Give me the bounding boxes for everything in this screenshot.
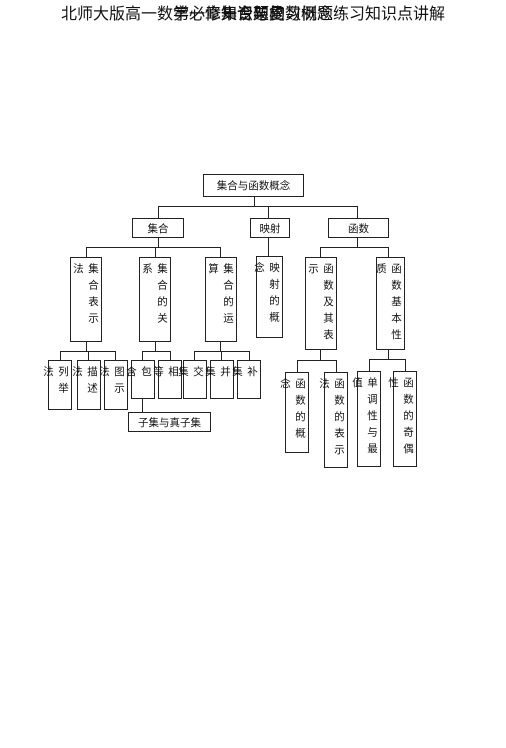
node-root: 集合与函数概念 bbox=[203, 174, 304, 197]
connector bbox=[158, 238, 159, 247]
node-function-representation: 函数及其表示 bbox=[305, 257, 337, 350]
connector bbox=[115, 351, 116, 360]
node-set-representation: 集合表示法 bbox=[70, 257, 102, 342]
leaf-diagram: 图示法 bbox=[98, 360, 128, 410]
leaf-function-representation: 函数的表示法 bbox=[318, 372, 348, 468]
connector bbox=[320, 247, 389, 248]
leaf-intersection: 交集 bbox=[177, 360, 207, 399]
connector bbox=[254, 197, 255, 206]
connector bbox=[88, 351, 89, 360]
connector bbox=[86, 247, 221, 248]
connector bbox=[369, 359, 370, 371]
connector bbox=[142, 351, 143, 360]
connector bbox=[405, 359, 406, 371]
document-title: 北师大版高一数学必修一专题复习例题练习知识点讲解 bbox=[60, 4, 445, 23]
leaf-function-concept: 函数的概念 bbox=[279, 372, 309, 453]
connector bbox=[297, 360, 298, 372]
connector bbox=[220, 247, 221, 257]
connector bbox=[86, 247, 87, 257]
node-set-operations: 集合的运算 bbox=[205, 257, 237, 342]
node-mapping: 映射 bbox=[250, 218, 290, 238]
leaf-parity: 函数的奇偶性 bbox=[387, 371, 417, 467]
connector bbox=[357, 238, 358, 247]
connector bbox=[194, 351, 250, 352]
connector bbox=[60, 351, 61, 360]
leaf-equality: 相等 bbox=[152, 360, 182, 399]
node-set-relations: 集合的关系 bbox=[139, 257, 171, 342]
chapter-title: 第一章集合与函数概念 bbox=[172, 4, 333, 23]
connector bbox=[320, 247, 321, 257]
leaf-union: 并集 bbox=[204, 360, 234, 399]
connector bbox=[170, 351, 171, 360]
connector bbox=[336, 360, 337, 372]
leaf-inclusion: 包含 bbox=[125, 360, 155, 399]
node-mapping-concept: 映射的概念 bbox=[253, 256, 283, 338]
connector bbox=[369, 359, 406, 360]
connector bbox=[142, 399, 143, 412]
node-set: 集合 bbox=[132, 218, 184, 238]
leaf-listing: 列举法 bbox=[42, 360, 72, 410]
connector bbox=[297, 360, 337, 361]
connector bbox=[220, 342, 221, 351]
connector bbox=[155, 247, 156, 257]
connector bbox=[388, 247, 389, 257]
connector bbox=[388, 350, 389, 359]
connector bbox=[158, 206, 358, 207]
connector bbox=[155, 342, 156, 351]
connector bbox=[158, 206, 159, 218]
leaf-description: 描述法 bbox=[71, 360, 101, 410]
node-function: 函数 bbox=[328, 218, 389, 238]
connector bbox=[357, 206, 358, 218]
connector bbox=[221, 351, 222, 360]
section-title: 知识架构 bbox=[220, 4, 285, 23]
connector bbox=[142, 351, 171, 352]
connector bbox=[249, 351, 250, 360]
node-function-properties: 函数基本性质 bbox=[375, 257, 405, 350]
leaf-subset: 子集与真子集 bbox=[128, 412, 211, 432]
leaf-complement: 补集 bbox=[231, 360, 261, 399]
leaf-monotonicity: 单调性与最值 bbox=[351, 371, 381, 467]
connector bbox=[268, 206, 269, 218]
connector bbox=[320, 350, 321, 360]
connector bbox=[268, 238, 269, 256]
connector bbox=[194, 351, 195, 360]
connector bbox=[86, 342, 87, 351]
